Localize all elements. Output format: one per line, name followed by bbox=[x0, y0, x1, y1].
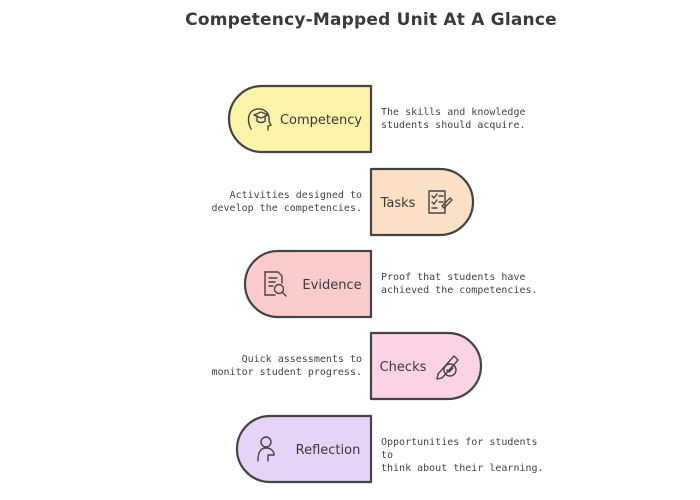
description-line: Activities designed to bbox=[229, 190, 362, 201]
stage-pill bbox=[227, 84, 373, 154]
description-line: students should acquire. bbox=[381, 120, 526, 131]
stage-reflection: Reflection bbox=[235, 414, 373, 484]
stage-pill bbox=[369, 331, 483, 401]
description-line: think about their learning. bbox=[381, 463, 544, 474]
document-search-icon bbox=[264, 271, 287, 297]
stage-label: Competency bbox=[280, 113, 362, 128]
stage-checks: Checks bbox=[369, 331, 483, 401]
pencil-check-icon bbox=[436, 355, 459, 380]
stage-label: Tasks bbox=[380, 196, 416, 211]
diagram-title: Competency-Mapped Unit At A Glance bbox=[185, 10, 557, 30]
thinking-person-icon bbox=[257, 436, 275, 462]
description-line: Proof that students have bbox=[381, 272, 526, 283]
description-line: develop the competencies. bbox=[211, 203, 362, 214]
stage-description: Proof that students have achieved the com… bbox=[381, 271, 551, 297]
stage-description: Opportunities for students to think about… bbox=[381, 436, 551, 475]
stage-label: Checks bbox=[380, 360, 427, 375]
stage-description: The skills and knowledge students should … bbox=[381, 106, 551, 132]
description-line: achieved the competencies. bbox=[381, 285, 538, 296]
description-line: The skills and knowledge bbox=[381, 107, 526, 118]
stage-evidence: Evidence bbox=[243, 249, 373, 319]
stage-pill bbox=[235, 414, 373, 484]
stage-description: Activities designed to develop the compet… bbox=[192, 189, 362, 215]
checklist-icon bbox=[428, 190, 453, 214]
description-line: Opportunities for students to bbox=[381, 437, 538, 461]
stage-label: Evidence bbox=[302, 278, 361, 293]
stage-label: Reflection bbox=[296, 443, 361, 458]
description-line: Quick assessments to bbox=[241, 354, 362, 365]
stage-tasks: Tasks bbox=[369, 167, 475, 237]
stage-description: Quick assessments to monitor student prog… bbox=[192, 353, 362, 379]
stage-pill bbox=[369, 167, 475, 237]
stage-competency: Competency bbox=[227, 84, 373, 154]
graduate-head-icon bbox=[247, 108, 272, 131]
description-line: monitor student progress. bbox=[211, 367, 362, 378]
stage-pill bbox=[243, 249, 373, 319]
